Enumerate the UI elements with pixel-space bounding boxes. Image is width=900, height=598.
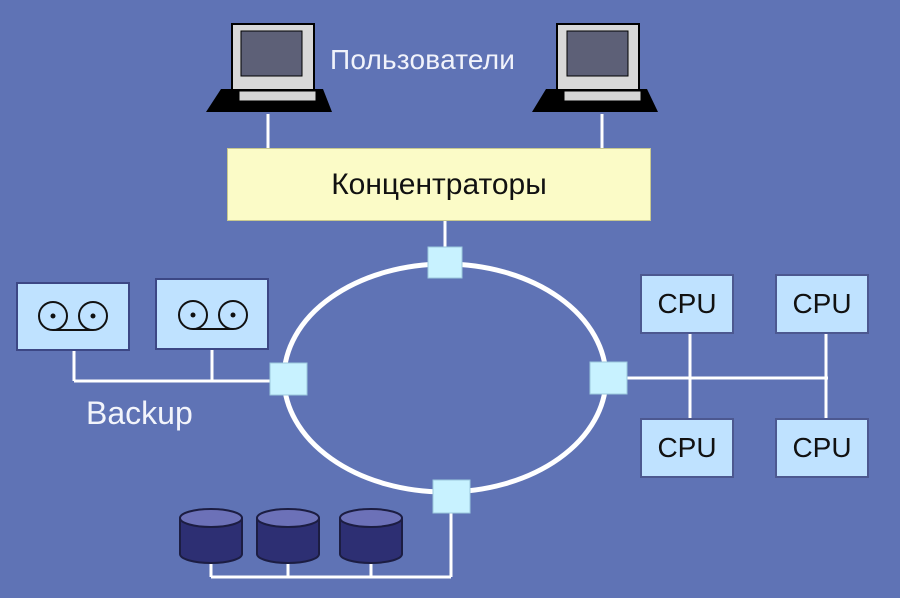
computer-icon-left [206,23,332,112]
cpu-box-4: CPU [775,418,869,478]
tape-drive-2 [155,278,269,350]
hub-box: Концентраторы [227,148,651,221]
backup-label: Backup [86,395,193,431]
ring-node-left [269,362,308,396]
ring-node-bottom [432,479,471,514]
ring-node-right [589,361,628,395]
hub-label: Концентраторы [331,167,547,201]
cpu-box-1: CPU [640,274,734,334]
ring-node-top [427,246,463,279]
users-label: Пользователи [330,44,516,75]
cpu-label-4: CPU [792,432,852,463]
disk-icon-2 [256,508,320,564]
cpu-label-1: CPU [657,288,717,319]
tape-drive-1 [16,282,130,351]
cpu-label-3: CPU [657,432,717,463]
cpu-box-3: CPU [640,418,734,478]
cpu-box-2: CPU [775,274,869,334]
computer-icon-right [532,23,658,112]
cpu-label-2: CPU [792,288,852,319]
disk-icon-1 [179,508,243,564]
network-ring [281,261,609,495]
disk-icon-3 [339,508,403,564]
